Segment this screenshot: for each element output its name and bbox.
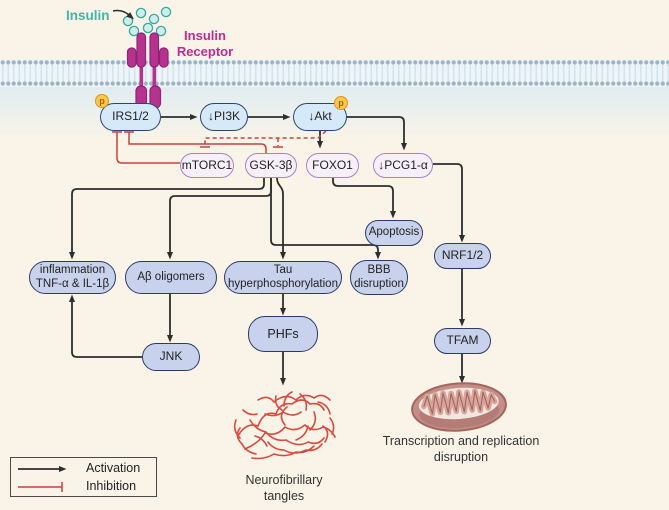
node-abeta: Aβ oligomers bbox=[125, 261, 217, 294]
legend-inhibition-label: Inhibition bbox=[86, 479, 137, 493]
insulin-receptor-label: Insulin Receptor bbox=[176, 28, 234, 59]
node-tau: Tau hyperphosphorylation bbox=[224, 261, 342, 294]
node-apoptosis: Apoptosis bbox=[365, 220, 423, 246]
node-jnk: JNK bbox=[142, 343, 200, 371]
node-gsk3b: GSK-3β bbox=[245, 153, 297, 178]
mitochondria-graphic bbox=[411, 382, 507, 432]
insulin-receptor-graphic bbox=[126, 32, 169, 109]
node-akt: ↓Akt bbox=[293, 103, 347, 131]
phospho-badge-irs12: p bbox=[95, 94, 109, 108]
inhibition-edges bbox=[18, 130, 327, 492]
activation-edges bbox=[18, 114, 465, 472]
node-tfam: TFAM bbox=[434, 328, 491, 354]
node-pi3k: ↓PI3K bbox=[200, 103, 248, 131]
mitochondria-caption: Transcription and replication disruption bbox=[382, 434, 540, 465]
cell-membrane bbox=[0, 59, 669, 142]
node-nrf12: NRF1/2 bbox=[434, 243, 491, 269]
legend-activation-label: Activation bbox=[86, 461, 141, 475]
tangles-caption: Neurofibrillary tangles bbox=[245, 473, 323, 504]
node-mtorc1: mTORC1 bbox=[180, 153, 234, 178]
insulin-molecules bbox=[122, 6, 172, 37]
phospho-badge-akt: p bbox=[334, 96, 348, 110]
insulin-pointer-arrow bbox=[112, 9, 134, 20]
node-phfs: PHFs bbox=[248, 316, 318, 352]
node-foxo1: FOXO1 bbox=[306, 153, 359, 178]
node-irs12: IRS1/2 bbox=[100, 103, 161, 131]
neurofibrillary-tangles-graphic bbox=[233, 391, 336, 460]
legend bbox=[10, 457, 157, 497]
node-pcg1a: ↓PCG1-α bbox=[373, 153, 433, 178]
node-inflammation: inflammation TNF-α & IL-1β bbox=[29, 261, 116, 294]
node-bbb: BBB disruption bbox=[350, 260, 408, 295]
insulin-label: Insulin bbox=[66, 8, 110, 23]
